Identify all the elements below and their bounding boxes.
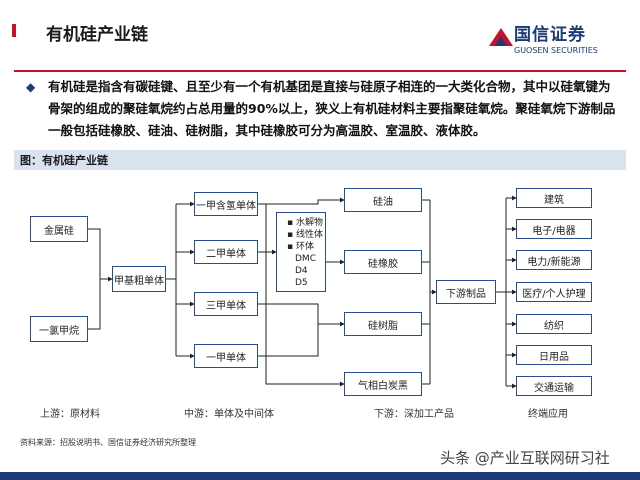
downstream-products-box: 下游制品: [436, 280, 496, 304]
figure-header-bar: [14, 150, 626, 170]
product-box-silicone-resin: 硅树脂: [344, 312, 422, 336]
application-box: 电子/电器: [516, 219, 592, 239]
application-box: 医疗/个人护理: [516, 282, 592, 302]
logo-chinese-name: 国信证券: [514, 25, 586, 45]
stage-label-downstream: 下游：深加工产品: [374, 409, 454, 420]
application-box: 建筑: [516, 188, 592, 208]
monomer-box-methylhydro: 一甲含氢单体: [194, 192, 258, 216]
stage-label-terminal: 终端应用: [528, 409, 568, 420]
figure-label: 图：有机硅产业链: [20, 154, 108, 167]
intermediate-item: ▪ 水解物: [287, 218, 323, 228]
intermediates-box: ▪ 水解物 ▪ 线性体 ▪ 环体 DMC D4 D5: [276, 212, 326, 292]
crude-monomer-box: 甲基粗单体: [112, 266, 166, 292]
intro-paragraph: 有机硅是指含有碳硅键、且至少有一个有机基团是直接与硅原子相连的一大类化合物，其中…: [48, 79, 616, 138]
product-box-silicone-oil: 硅油: [344, 188, 422, 212]
header-divider: [14, 70, 626, 72]
monomer-box-dimethyl: 二甲单体: [194, 240, 258, 264]
raw-metal-silicon-box: 金属硅: [30, 216, 88, 242]
source-note: 资料来源：招股说明书、国信证券经济研究所整理: [20, 438, 196, 447]
raw-methyl-chloride-box: 一氯甲烷: [30, 316, 88, 342]
page-title: 有机硅产业链: [46, 25, 148, 45]
intermediate-item: D5: [295, 278, 308, 288]
monomer-box-methyl: 一甲单体: [194, 344, 258, 368]
intermediate-item: ▪ 环体: [287, 242, 314, 252]
stage-label-midstream: 中游：单体及中间体: [184, 409, 274, 420]
intermediate-item: ▪ 线性体: [287, 230, 323, 240]
intermediate-item: D4: [295, 266, 308, 276]
footer-bar: [0, 472, 640, 480]
title-accent-bar: [12, 24, 16, 37]
stage-label-upstream: 上游：原材料: [40, 409, 100, 420]
product-box-silicone-rubber: 硅橡胶: [344, 250, 422, 274]
product-box-fumed-silica: 气相白炭黑: [344, 372, 422, 396]
logo-mark-icon: [489, 28, 513, 46]
watermark-text: 头条 @产业互联网研习社: [440, 449, 610, 467]
intermediate-item: DMC: [295, 254, 316, 264]
application-box: 电力/新能源: [516, 250, 592, 270]
company-logo: [486, 20, 636, 64]
monomer-box-trimethyl: 三甲单体: [194, 292, 258, 316]
application-box: 日用品: [516, 345, 592, 365]
logo-english-name: GUOSEN SECURITIES: [514, 46, 598, 55]
bullet-icon: ◆: [26, 80, 36, 94]
application-box: 纺织: [516, 314, 592, 334]
application-box: 交通运输: [516, 376, 592, 396]
